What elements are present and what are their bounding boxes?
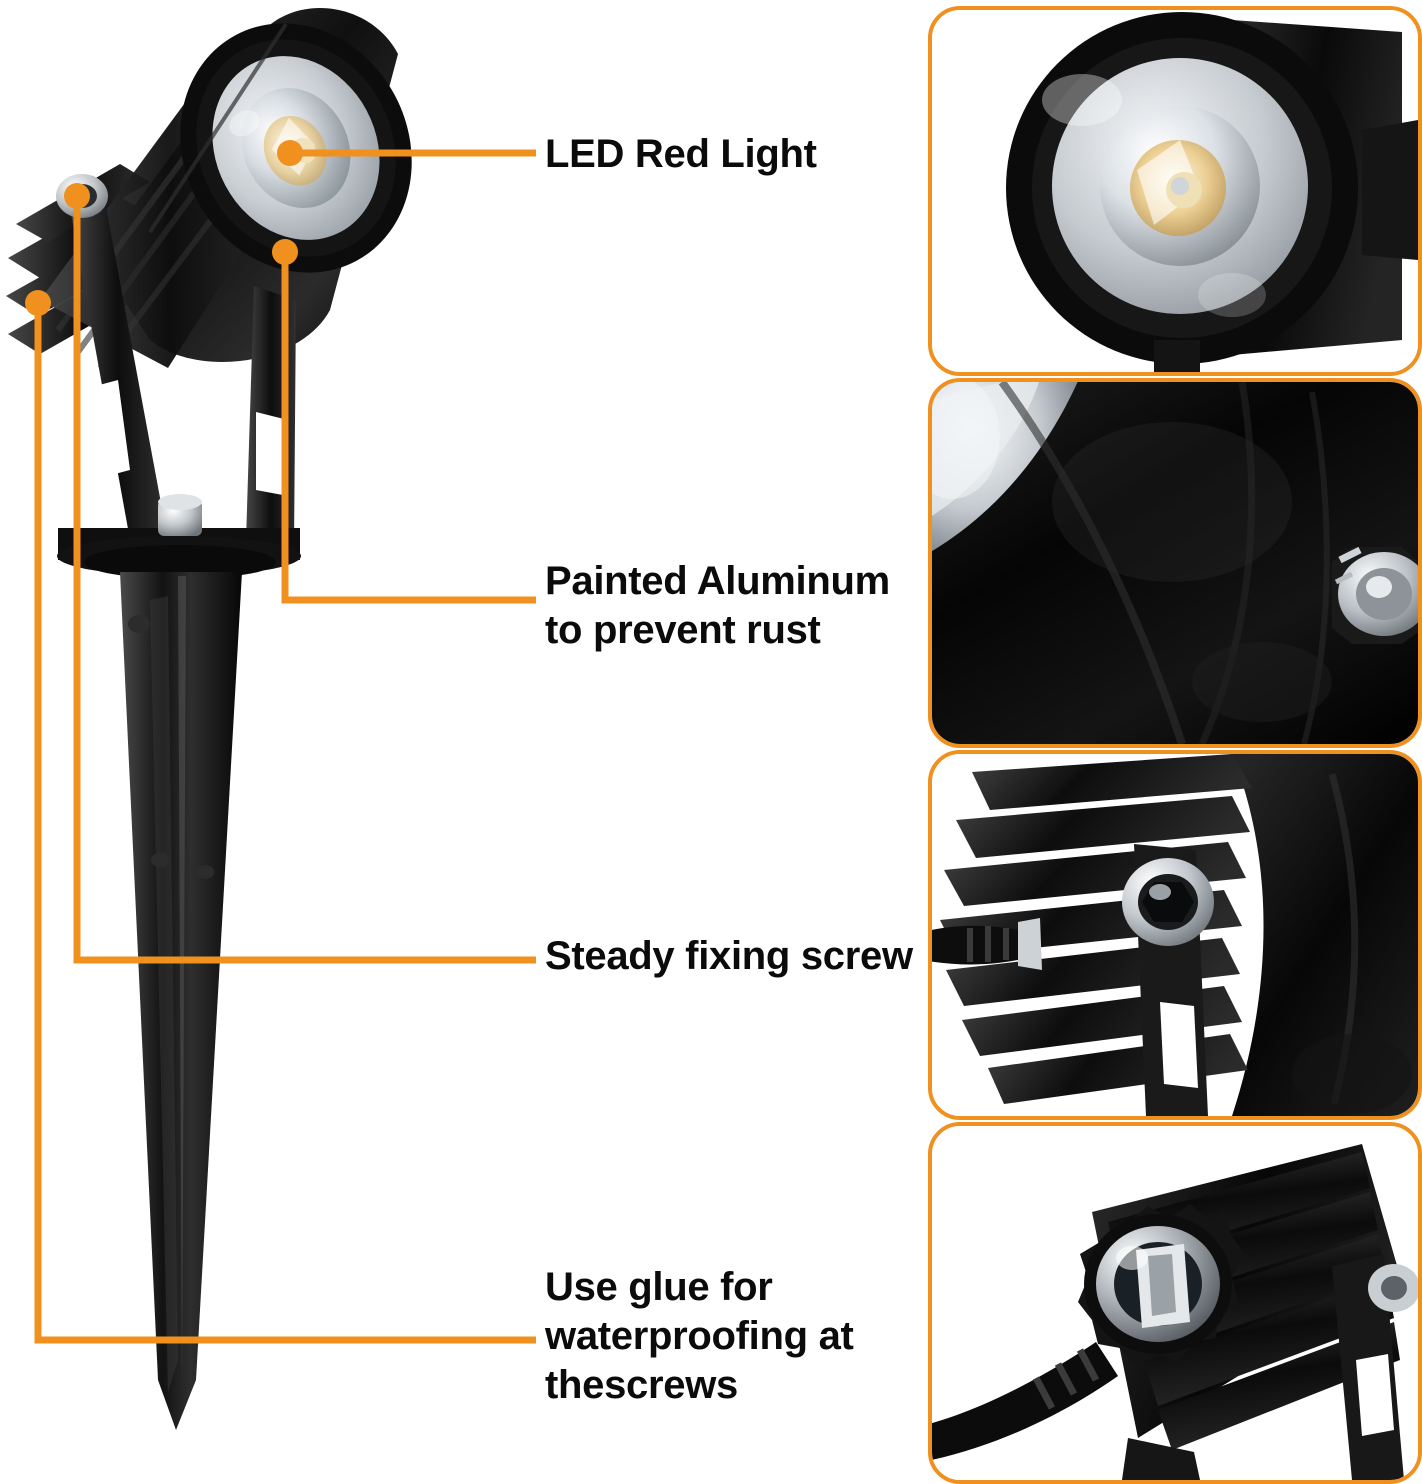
panel-cable-gland bbox=[928, 1122, 1422, 1484]
panel-body-screw bbox=[1332, 546, 1418, 644]
callout-label-aluminum: Painted Aluminum to prevent rust bbox=[545, 559, 890, 652]
panel-fixing-screw bbox=[928, 750, 1422, 1120]
leader-line-screw bbox=[73, 196, 536, 964]
panel-led-lens-image bbox=[932, 10, 1418, 372]
detail-panel-column bbox=[928, 6, 1422, 1484]
callout-leader-lines bbox=[25, 140, 536, 1344]
product-illustration-area: LED Red Light Painted Aluminum to preven… bbox=[6, 8, 913, 1430]
callout-dot-glue bbox=[25, 290, 51, 316]
callout-label-glue: Use glue for waterproofing at thescrews bbox=[545, 1265, 854, 1407]
panel-painted-body-image bbox=[932, 382, 1418, 744]
callout-dot-aluminum bbox=[272, 239, 298, 265]
callout-dot-led bbox=[277, 140, 303, 166]
panel-cable-gland-image bbox=[932, 1126, 1418, 1480]
ground-spike bbox=[84, 545, 276, 1430]
callout-label-led: LED Red Light bbox=[545, 132, 817, 176]
callout-label-screw: Steady fixing screw bbox=[545, 934, 913, 978]
panel-painted-body bbox=[928, 378, 1422, 748]
panel-led-lens bbox=[928, 6, 1422, 376]
leader-line-glue bbox=[34, 303, 536, 1344]
panel-fixing-screw-image bbox=[932, 754, 1418, 1116]
leader-line-aluminum bbox=[281, 252, 536, 604]
hex-fixing-screw bbox=[1122, 858, 1214, 946]
callout-dot-screw bbox=[64, 183, 90, 209]
cable-gland-collar bbox=[1078, 1204, 1244, 1366]
